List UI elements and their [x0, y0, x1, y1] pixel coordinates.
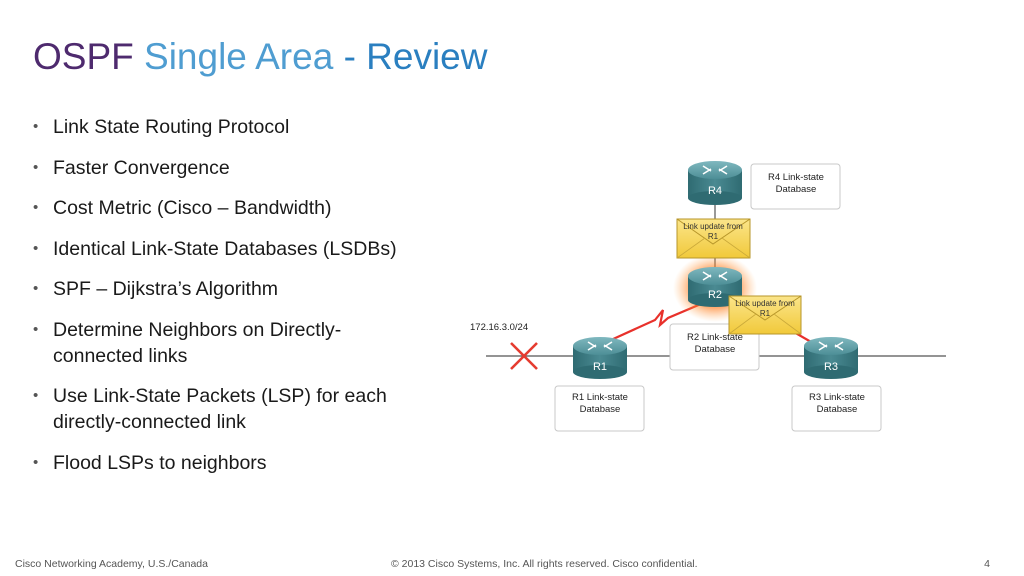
router-r4-label: R4	[708, 185, 722, 197]
bullet-item: •Identical Link-State Databases (LSDBs)	[33, 237, 397, 260]
router-r3-icon: R3	[804, 337, 858, 379]
r1-database-box: R1 Link-state Database	[554, 385, 645, 432]
page-number: 4	[984, 558, 990, 570]
link-down-x-icon	[510, 342, 538, 370]
r2-database-box: R2 Link-state Database	[669, 323, 760, 371]
svg-text:R1: R1	[760, 309, 771, 318]
bullet-item: •Cost Metric (Cisco – Bandwidth)	[33, 197, 332, 219]
svg-text:Link update from: Link update from	[735, 299, 795, 308]
r4-database-box: R4 Link-state Database	[750, 163, 841, 210]
bullet-item: •SPF – Dijkstra’s Algorithm	[33, 278, 279, 300]
bullet-item: •Faster Convergence	[33, 156, 230, 179]
svg-text:Database: Database	[695, 344, 736, 355]
svg-text:Link update from: Link update from	[683, 222, 743, 231]
svg-text:Database: Database	[580, 404, 621, 415]
svg-text:R3 Link-state: R3 Link-state	[809, 392, 865, 403]
bullet-item: •Use Link-State Packets (LSP) for each d…	[33, 385, 387, 433]
title-part-ospf: OSPF	[33, 36, 134, 77]
svg-text:R1 Link-state: R1 Link-state	[572, 392, 628, 403]
svg-text:Database: Database	[817, 404, 858, 415]
link-r2-r1-red	[599, 296, 716, 347]
slide-title: OSPF Single Area - Review	[33, 36, 487, 78]
link-update-envelope-icon: Link update from R1	[676, 218, 751, 259]
router-r4-icon: R4	[688, 161, 742, 205]
router-r1-icon: R1	[573, 337, 627, 379]
bullet-item: •Determine Neighbors on Directly-connect…	[33, 318, 342, 367]
link-update-envelope-icon: Link update from R1	[728, 295, 802, 335]
bullet-item: •Flood LSPs to neighbors	[33, 451, 267, 474]
bullet-list: •Link State Routing Protocol •Faster Con…	[33, 114, 443, 490]
bullet-item: •Link State Routing Protocol	[33, 116, 290, 138]
svg-text:R4 Link-state: R4 Link-state	[768, 172, 824, 183]
footer-academy: Cisco Networking Academy, U.S./Canada	[15, 558, 208, 570]
footer-copyright: © 2013 Cisco Systems, Inc. All rights re…	[391, 558, 698, 570]
network-address-label: 172.16.3.0/24	[470, 322, 528, 333]
r3-database-box: R3 Link-state Database	[791, 385, 882, 432]
title-part-review: - Review	[343, 36, 488, 77]
router-r2-label: R2	[708, 289, 722, 301]
svg-text:R1: R1	[708, 232, 719, 241]
svg-text:R2 Link-state: R2 Link-state	[687, 332, 743, 343]
router-r1-label: R1	[593, 361, 607, 373]
title-part-single-area: Single Area	[144, 36, 334, 77]
svg-text:Database: Database	[776, 184, 817, 195]
router-r3-label: R3	[824, 361, 838, 373]
